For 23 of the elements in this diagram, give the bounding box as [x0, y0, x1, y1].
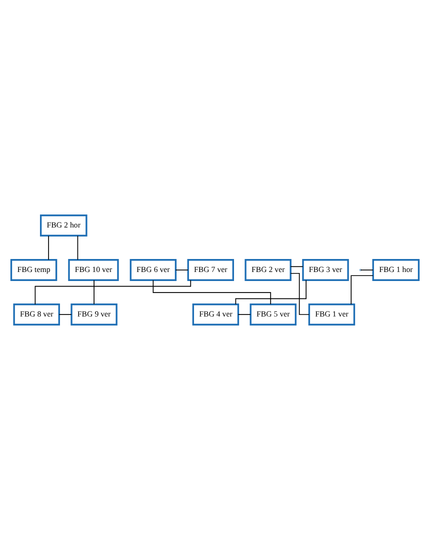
connector — [34, 280, 191, 305]
connector — [76, 235, 78, 260]
node-box: FBG 3 ver — [302, 259, 348, 281]
node-box: FBG 6 ver — [129, 259, 176, 281]
node-box: FBG 4 ver — [192, 304, 239, 326]
connector — [58, 314, 72, 315]
connector — [290, 272, 309, 315]
connector — [152, 280, 271, 305]
connector — [234, 280, 306, 305]
node-box: FBG 2 hor — [39, 214, 87, 236]
node-box: FBG 1 hor — [372, 259, 420, 281]
node-box: FBG 5 ver — [249, 304, 296, 326]
node-box: FBG 10 ver — [68, 259, 118, 281]
node-box: FBG 8 ver — [12, 304, 60, 326]
node-box: FBG 7 ver — [186, 259, 234, 281]
node-box: FBG 9 ver — [70, 304, 117, 326]
connector — [93, 280, 94, 305]
node-box: FBG 2 ver — [244, 259, 291, 281]
connector — [237, 314, 250, 315]
node-box: FBG temp — [10, 259, 57, 281]
connector — [290, 266, 303, 268]
node-box: FBG 1 ver — [308, 304, 355, 326]
connector — [350, 275, 373, 305]
